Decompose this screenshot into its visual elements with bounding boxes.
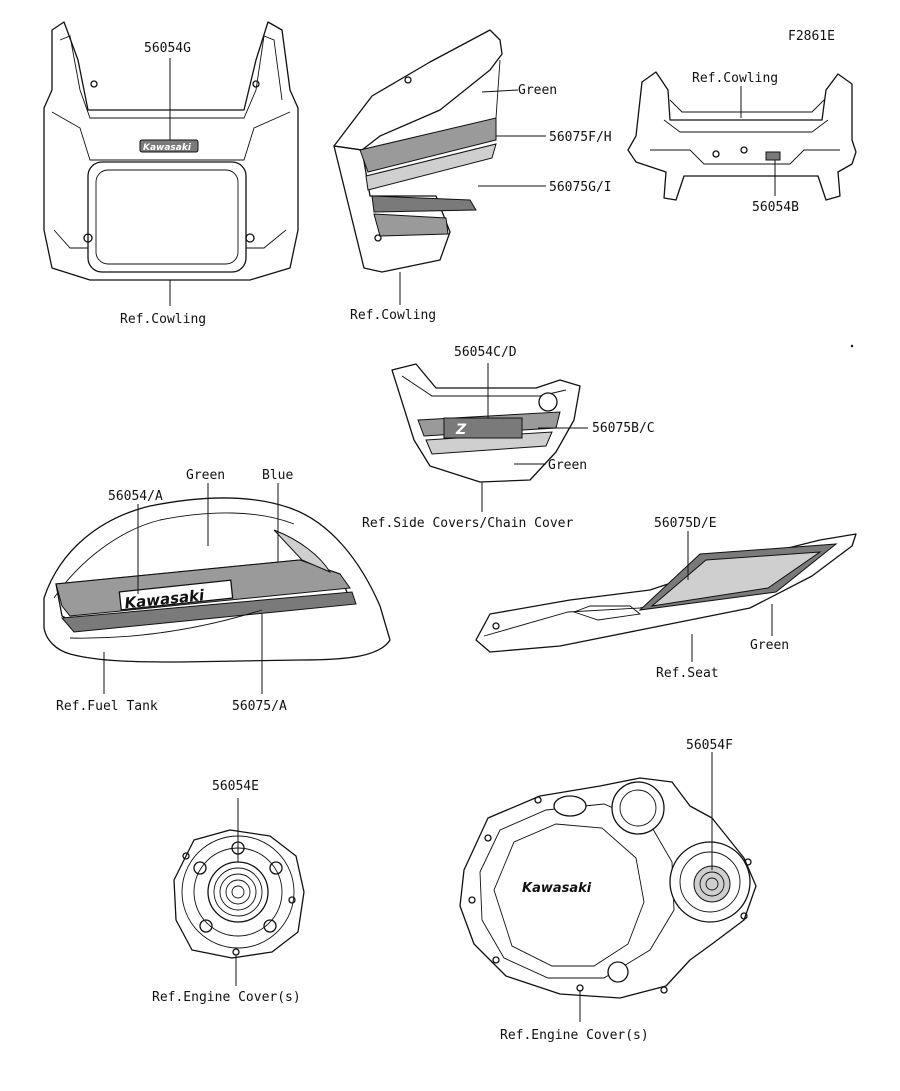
fuel-tank-drawing: Kawasaki xyxy=(43,483,391,694)
label-rear-cowl-ref: Ref.Cowling xyxy=(692,71,778,86)
label-cowl-front-ref: Ref.Cowling xyxy=(120,312,206,327)
label-side-cover-green: Green xyxy=(548,458,587,473)
label-56054B: 56054B xyxy=(752,200,799,215)
engine-cover-small-drawing xyxy=(173,798,305,986)
label-56054E: 56054E xyxy=(212,779,259,794)
rear-cowl-decal xyxy=(765,151,781,161)
label-side-cowl-ref: Ref.Cowling xyxy=(350,308,436,323)
label-56075DE: 56075D/E xyxy=(654,516,717,531)
label-side-cowl-green: Green xyxy=(518,83,557,98)
side-cover-emblem-text: Z xyxy=(455,422,467,438)
label-56054CD: 56054C/D xyxy=(454,345,517,360)
engine-cover-large-drawing: Kawasaki xyxy=(459,752,757,1022)
tank-emblem xyxy=(118,579,234,611)
engine-cover-logo: Kawasaki xyxy=(522,881,592,896)
label-tank-green: Green xyxy=(186,468,225,483)
label-tank-blue: Blue xyxy=(262,468,293,483)
label-56054F: 56054F xyxy=(686,738,733,753)
side-cowl-drawing xyxy=(333,29,546,305)
side-cover-drawing: Z xyxy=(391,363,588,512)
label-56075A: 56075/A xyxy=(232,699,287,714)
label-seat-ref: Ref.Seat xyxy=(656,666,719,681)
rear-cowl-drawing xyxy=(627,71,857,201)
seat-drawing xyxy=(475,531,857,662)
cowl-front-logo: Kawasaki xyxy=(143,143,192,153)
label-seat-green: Green xyxy=(750,638,789,653)
front-cowl-drawing: Kawasaki xyxy=(43,21,299,306)
label-side-cover-ref: Ref.Side Covers/Chain Cover xyxy=(362,516,573,531)
label-56054A: 56054/A xyxy=(108,489,163,504)
label-engine-small-ref: Ref.Engine Cover(s) xyxy=(152,990,301,1005)
label-56075FH: 56075F/H xyxy=(549,130,612,145)
figure-code: F2861E xyxy=(788,29,835,44)
cowl-front-kawasaki-decal xyxy=(139,139,199,153)
side-cover-emblem xyxy=(443,417,523,439)
label-tank-ref: Ref.Fuel Tank xyxy=(56,699,158,714)
label-engine-large-ref: Ref.Engine Cover(s) xyxy=(500,1028,649,1043)
side-cowl-stripe-upper xyxy=(359,117,497,173)
label-56075BC: 56075B/C xyxy=(592,421,655,436)
label-56075GI: 56075G/I xyxy=(549,180,612,195)
label-56054G: 56054G xyxy=(144,41,191,56)
